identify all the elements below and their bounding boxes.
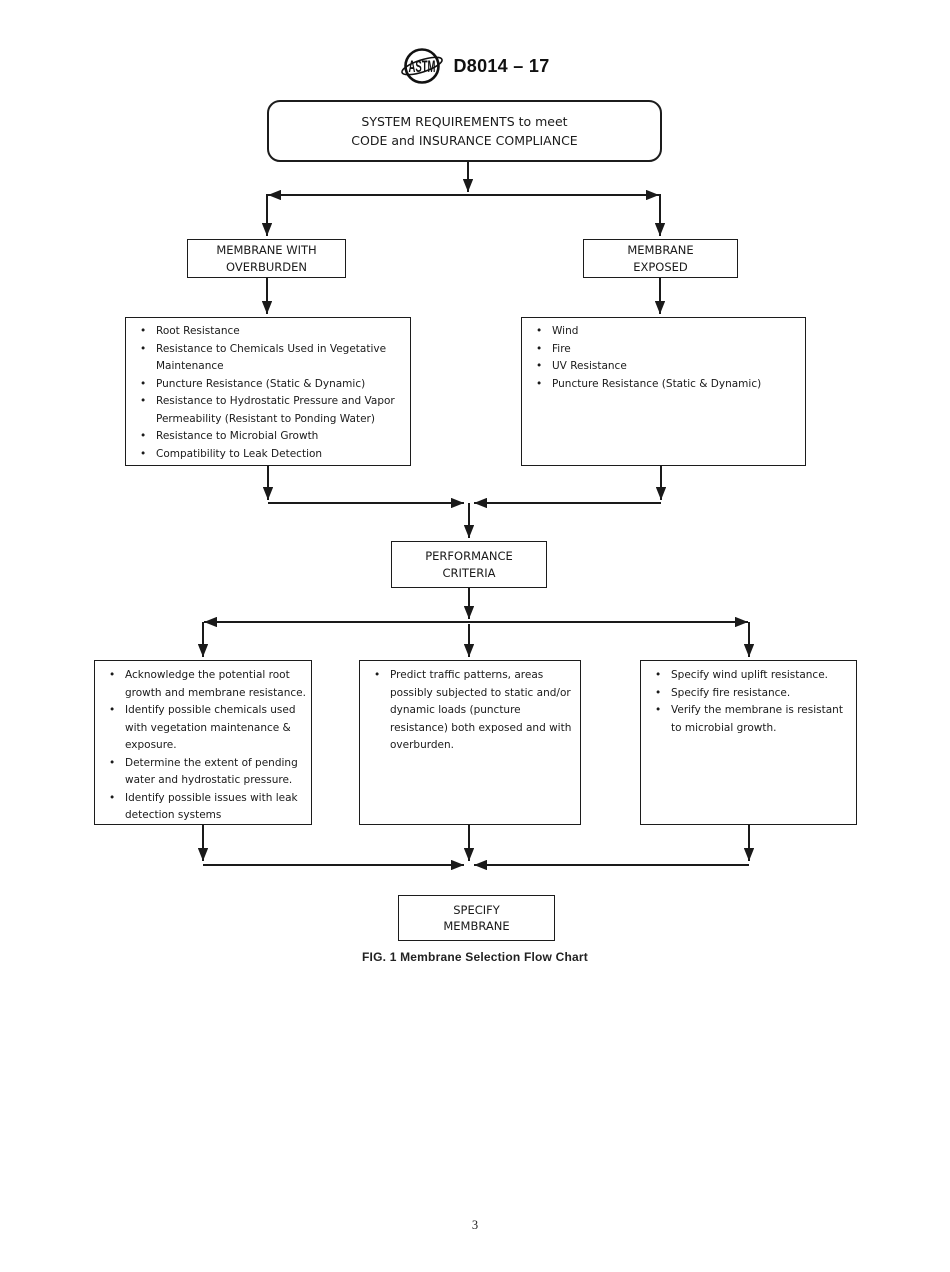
flow-node-membrane-with-overburden: MEMBRANE WITH OVERBURDEN — [187, 239, 346, 278]
node-text-line: OVERBURDEN — [226, 259, 307, 274]
flow-node-membrane-exposed: MEMBRANE EXPOSED — [583, 239, 738, 278]
flow-node-specify-membrane: SPECIFY MEMBRANE — [398, 895, 555, 941]
list-item: Wind — [522, 323, 801, 341]
flow-node-criteria-overburden: Acknowledge the potential root growth an… — [94, 660, 312, 825]
list-item: Specify wind uplift resistance. — [641, 667, 852, 685]
list-item: Resistance to Microbial Growth — [126, 428, 406, 446]
node-text-line: MEMBRANE WITH — [216, 243, 317, 257]
flow-node-exposed-requirements: Wind Fire UV Resistance Puncture Resista… — [521, 317, 806, 466]
list-item: Compatibility to Leak Detection — [126, 446, 406, 464]
node-text-line: SPECIFY — [453, 902, 500, 917]
list-item: Root Resistance — [126, 323, 406, 341]
page-number: 3 — [471, 1218, 479, 1232]
astm-logo-icon: ASTM — [401, 48, 444, 84]
node-text-line: MEMBRANE — [443, 919, 510, 933]
list-item: Determine the extent of pending water an… — [95, 755, 307, 790]
list-item: Puncture Resistance (Static & Dynamic) — [522, 376, 801, 394]
standard-designation: D8014 – 17 — [453, 55, 550, 76]
bullet-list: Acknowledge the potential root growth an… — [95, 667, 307, 825]
list-item: UV Resistance — [522, 358, 801, 376]
list-item: Fire — [522, 341, 801, 359]
bullet-list: Specify wind uplift resistance. Specify … — [641, 667, 852, 737]
flow-node-system-requirements: SYSTEM REQUIREMENTS to meet CODE and INS… — [267, 100, 662, 162]
node-text-line: SYSTEM REQUIREMENTS to meet — [361, 114, 568, 129]
node-text-line: EXPOSED — [633, 259, 688, 274]
bullet-list: Predict traffic patterns, areas possibly… — [360, 667, 576, 755]
list-item: Resistance to Chemicals Used in Vegetati… — [126, 341, 406, 376]
flow-node-performance-criteria: PERFORMANCE CRITERIA — [391, 541, 547, 588]
figure-caption: FIG. 1 Membrane Selection Flow Chart — [362, 950, 588, 964]
list-item: Identify possible issues with leak detec… — [95, 790, 307, 825]
list-item: Resistance to Hydrostatic Pressure and V… — [126, 393, 406, 428]
list-item: Identify possible chemicals used with ve… — [95, 702, 307, 755]
list-item: Predict traffic patterns, areas possibly… — [360, 667, 576, 755]
list-item: Verify the membrane is resistant to micr… — [641, 702, 852, 737]
list-item: Puncture Resistance (Static & Dynamic) — [126, 376, 406, 394]
flow-node-criteria-exposed: Specify wind uplift resistance. Specify … — [640, 660, 857, 825]
bullet-list: Wind Fire UV Resistance Puncture Resista… — [522, 323, 801, 393]
astm-logo-text: ASTM — [409, 58, 436, 76]
node-text-line: MEMBRANE — [627, 243, 694, 257]
node-text-line: PERFORMANCE — [425, 549, 513, 563]
flow-node-overburden-requirements: Root Resistance Resistance to Chemicals … — [125, 317, 411, 466]
node-text-line: CODE and INSURANCE COMPLIANCE — [351, 133, 578, 148]
list-item: Acknowledge the potential root growth an… — [95, 667, 307, 702]
node-text-line: CRITERIA — [442, 565, 496, 580]
list-item: Specify fire resistance. — [641, 685, 852, 703]
document-header: ASTM D8014 – 17 — [0, 46, 950, 86]
bullet-list: Root Resistance Resistance to Chemicals … — [126, 323, 406, 463]
flow-node-criteria-traffic: Predict traffic patterns, areas possibly… — [359, 660, 581, 825]
